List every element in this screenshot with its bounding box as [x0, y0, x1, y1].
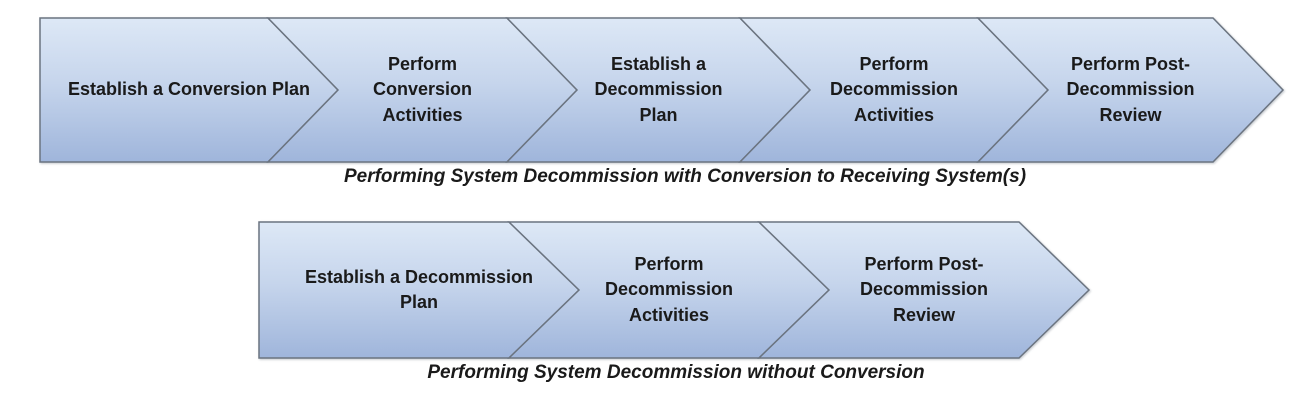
flow-caption-with-conversion: Performing System Decommission with Conv…	[343, 166, 1027, 187]
flow-caption-without-conversion: Performing System Decommission without C…	[427, 362, 925, 383]
flow-without-conversion-band	[258, 221, 1091, 359]
chevron-shape-perform-post-decommission-review	[976, 17, 1285, 163]
flow-with-conversion-band	[39, 17, 1285, 163]
chevron-shape-perform-post-decommission-review-2	[757, 221, 1091, 359]
